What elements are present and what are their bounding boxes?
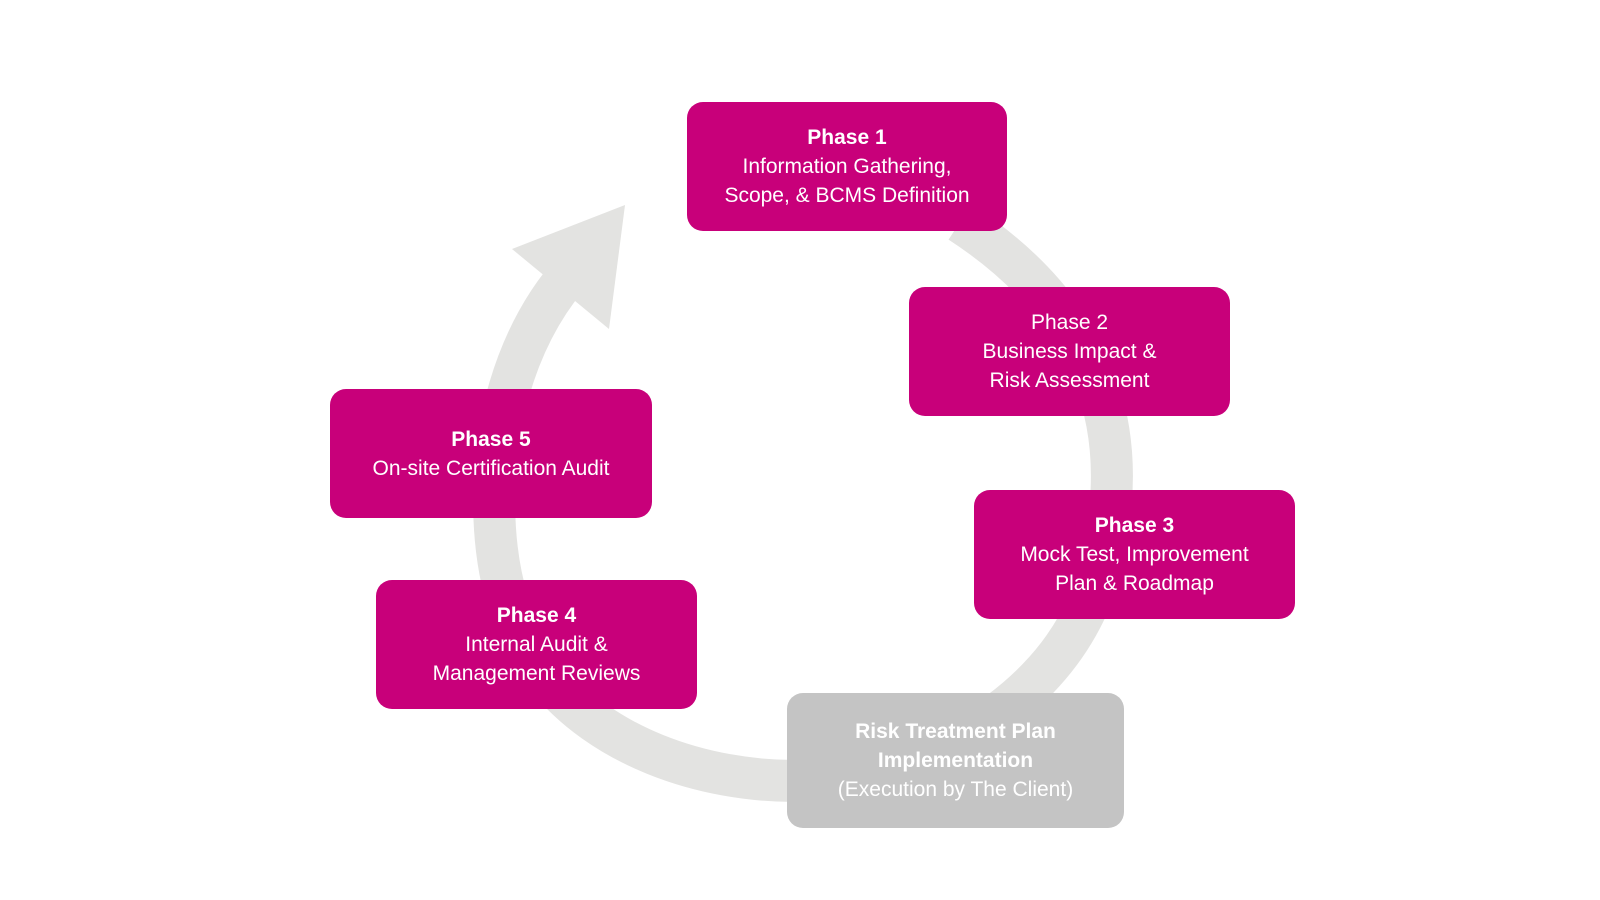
phase-1-description-line-1: Information Gathering, <box>742 155 952 178</box>
risk-treatment-note: (Execution by The Client) <box>837 778 1074 801</box>
phase-4-description-line-1: Internal Audit & <box>465 633 608 656</box>
risk-treatment-title-line-1: Risk Treatment Plan <box>855 720 1056 743</box>
cycle-arrowhead <box>512 205 625 329</box>
phase-4-description-line-2: Management Reviews <box>432 662 641 685</box>
phase-2-description-line-1: Business Impact & <box>982 340 1157 363</box>
phase-5-description-line-1: On-site Certification Audit <box>372 456 610 480</box>
phase-5-box: Phase 5 On-site Certification Audit <box>330 389 652 518</box>
phase-1-box: Phase 1 Information Gathering, Scope, & … <box>687 102 1007 231</box>
risk-treatment-plan-box: Risk Treatment Plan Implementation (Exec… <box>787 693 1124 828</box>
risk-treatment-title-line-2: Implementation <box>877 749 1034 772</box>
phase-3-box: Phase 3 Mock Test, Improvement Plan & Ro… <box>974 490 1295 619</box>
phase-1-title: Phase 1 <box>807 126 887 149</box>
phase-3-title: Phase 3 <box>1094 514 1175 537</box>
phase-1-description-line-2: Scope, & BCMS Definition <box>724 184 970 207</box>
phase-2-title: Phase 2 <box>1030 311 1109 334</box>
phase-4-box: Phase 4 Internal Audit & Management Revi… <box>376 580 697 709</box>
phase-3-description-line-1: Mock Test, Improvement <box>1020 543 1249 566</box>
phase-3-description-line-2: Plan & Roadmap <box>1055 572 1214 595</box>
phase-4-title: Phase 4 <box>496 604 577 627</box>
phase-2-box: Phase 2 Business Impact & Risk Assessmen… <box>909 287 1230 416</box>
phase-2-description-line-2: Risk Assessment <box>989 369 1150 392</box>
phase-5-title: Phase 5 <box>451 427 531 451</box>
